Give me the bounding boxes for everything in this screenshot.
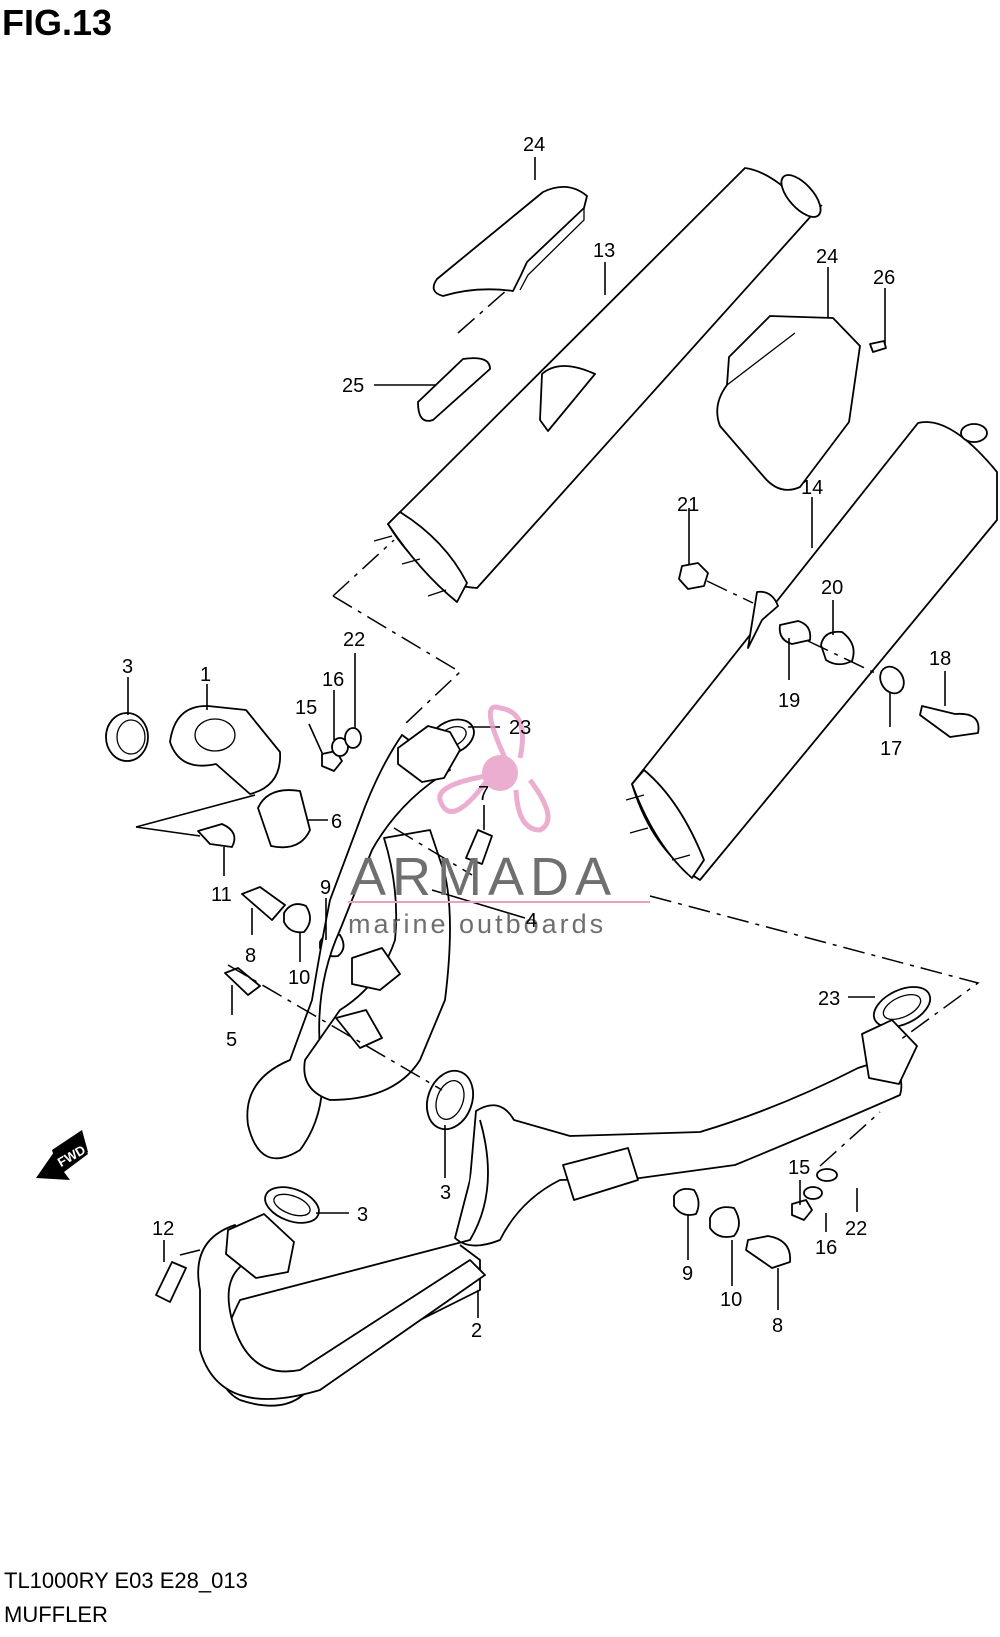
bolt-11 — [197, 823, 236, 848]
connector-sleeve — [257, 789, 311, 849]
callout-3: 3 — [440, 1182, 451, 1204]
callout-24: 24 — [523, 134, 545, 156]
callout-8: 8 — [245, 945, 256, 967]
bolt-7 — [465, 829, 493, 865]
callout-16: 16 — [322, 669, 344, 691]
diagram-name: MUFFLER — [4, 1602, 108, 1627]
callout-23: 23 — [818, 988, 840, 1010]
fwd-direction-indicator: FWD — [36, 1130, 88, 1180]
callout-21: 21 — [677, 494, 699, 516]
muffler-lower — [625, 421, 998, 881]
washer-17 — [879, 665, 905, 695]
callout-14: 14 — [801, 477, 823, 499]
callout-9: 9 — [320, 877, 331, 899]
gasket-23-lower — [872, 986, 932, 1028]
callout-10: 10 — [720, 1289, 742, 1311]
callout-13: 13 — [593, 240, 615, 262]
callout-18: 18 — [929, 648, 951, 670]
callout-labels: 24 13 24 26 25 21 14 20 22 18 3 1 16 15 … — [122, 134, 951, 1342]
callout-24: 24 — [816, 246, 838, 268]
gasket-3-middle — [426, 1069, 474, 1131]
callout-22: 22 — [845, 1218, 867, 1240]
exhaust-pipe-front — [246, 725, 461, 1160]
model-code: TL1000RY E03 E28_013 — [4, 1568, 248, 1593]
bolt-5 — [224, 967, 261, 996]
callout-9: 9 — [682, 1263, 693, 1285]
muffler-upper — [373, 167, 823, 603]
heat-shield-upper — [432, 186, 588, 297]
bolt-18 — [919, 705, 980, 738]
callout-12: 12 — [152, 1218, 174, 1240]
collar-9-lower — [673, 1187, 700, 1216]
callout-5: 5 — [226, 1029, 237, 1051]
callout-4: 4 — [526, 910, 537, 932]
callout-6: 6 — [331, 811, 342, 833]
watermark-brand: ARMADA — [350, 847, 617, 907]
exhaust-joint-pipe — [169, 705, 281, 795]
callout-15: 15 — [788, 1157, 810, 1179]
washer-16-lower — [803, 1186, 823, 1200]
grommet-10-lower — [709, 1206, 740, 1238]
heat-insulator-strip — [417, 357, 491, 422]
assembly-guide-lines — [227, 288, 980, 1167]
callout-8: 8 — [772, 1315, 783, 1337]
grommet-20 — [820, 630, 855, 666]
callout-26: 26 — [873, 267, 895, 289]
gasket-3-lower — [264, 1186, 320, 1224]
grommet-10-upper — [283, 903, 311, 934]
callout-15: 15 — [295, 697, 317, 719]
callout-17: 17 — [880, 738, 902, 760]
callout-20: 20 — [821, 577, 843, 599]
callout-11: 11 — [211, 884, 232, 906]
exhaust-pipe-main — [197, 1019, 918, 1407]
callout-10: 10 — [288, 967, 310, 989]
bolt-8-upper — [241, 886, 286, 921]
bolt-26 — [869, 340, 887, 353]
watermark-tagline: marine outboards — [348, 909, 606, 939]
heat-shield-right — [716, 315, 861, 491]
callout-23: 23 — [509, 717, 531, 739]
callout-1: 1 — [200, 664, 211, 686]
callout-3: 3 — [357, 1204, 368, 1226]
collar-19 — [778, 620, 812, 645]
nut-15-lower — [791, 1199, 813, 1221]
callout-25: 25 — [342, 375, 364, 397]
callout-22: 22 — [343, 629, 365, 651]
armada-watermark: ARMADA marine outboards — [348, 704, 650, 939]
callout-3: 3 — [122, 656, 133, 678]
nut-21 — [678, 562, 709, 590]
figure-label: FIG.13 — [2, 2, 113, 43]
bolt-12 — [155, 1261, 187, 1303]
clip-22-upper — [344, 727, 362, 749]
callout-7: 7 — [478, 783, 489, 805]
callout-2: 2 — [471, 1320, 482, 1342]
callout-16: 16 — [815, 1237, 837, 1259]
leader-lines — [127, 157, 946, 1318]
propeller-logo-icon — [437, 704, 551, 833]
gasket-3-upper — [105, 712, 149, 762]
bolt-8-lower — [745, 1235, 791, 1269]
clip-22-lower — [816, 1168, 838, 1182]
callout-19: 19 — [778, 690, 800, 712]
